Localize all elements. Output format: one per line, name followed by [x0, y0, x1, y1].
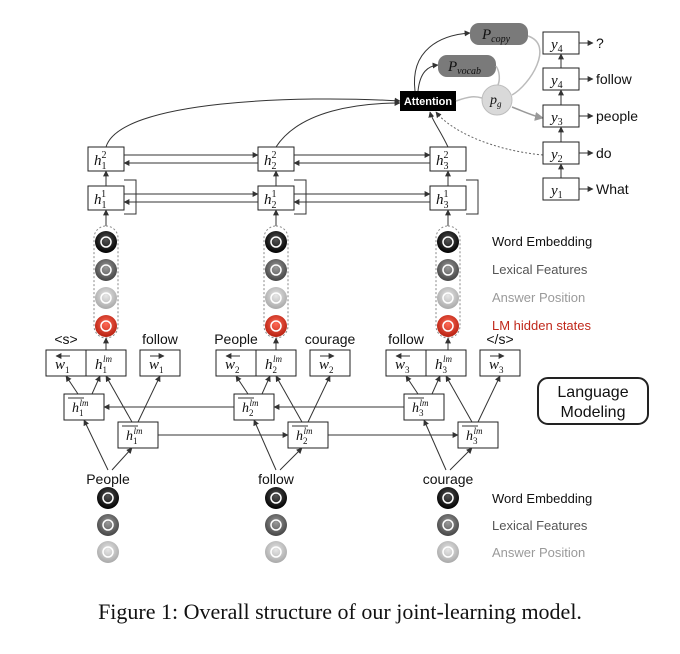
encoder-recurrent-edges	[103, 152, 479, 226]
legend-upper-item-2: Lexical Features	[492, 262, 588, 277]
input-feature-circle	[265, 541, 287, 563]
lm-target-word-3: People	[214, 331, 258, 347]
input-stack-1	[97, 487, 119, 563]
feature-circle	[95, 231, 117, 253]
input-word-2: follow	[258, 471, 295, 487]
lm-target-word-5: follow	[388, 331, 425, 347]
feature-circle	[95, 259, 117, 281]
h2-1-label: h12	[94, 150, 107, 172]
lm-word-box: w3	[479, 349, 521, 377]
lm-word-box: w3	[385, 349, 427, 377]
lm-word-box: w2	[309, 349, 351, 377]
legend-upper-item-1: Word Embedding	[492, 234, 592, 249]
feature-stack-1	[93, 225, 119, 339]
lm-target-word-4: courage	[305, 331, 356, 347]
encoder-h2-row: h12 h22 h32	[87, 146, 467, 172]
p-g-node	[481, 84, 513, 116]
h1-1-label: h11	[94, 189, 107, 211]
encoder-h1-row: h11 h21 h31	[87, 185, 467, 211]
input-word-row: People follow courage	[86, 471, 473, 487]
legend-lower-item-2: Lexical Features	[492, 518, 588, 533]
legend-lower-item-1: Word Embedding	[492, 491, 592, 506]
h1-3-label: h31	[436, 189, 449, 211]
input-feature-circle	[437, 514, 459, 536]
feature-circle	[265, 287, 287, 309]
legend-upper-item-4: LM hidden states	[492, 318, 592, 333]
lm-word-box: w1	[139, 349, 181, 377]
h2-1-box	[87, 146, 125, 172]
decoder-output-word: What	[596, 181, 629, 197]
lm-hidden-rows: h1lm h2lm h3lm h1lm h2lm h3lm	[63, 375, 501, 471]
decoder-output-word: people	[596, 108, 638, 124]
decoder-output-word: follow	[596, 71, 633, 87]
input-feature-circle	[97, 541, 119, 563]
lm-state-box: h3lm	[425, 349, 467, 377]
input-feature-circle	[437, 487, 459, 509]
p-vocab-node	[438, 55, 496, 77]
lm-word-box: w2	[215, 349, 257, 377]
lm-state-box: h2lm	[255, 349, 297, 377]
feature-circle	[437, 287, 459, 309]
lm-word-box: w1	[45, 349, 87, 377]
input-feature-circle	[265, 487, 287, 509]
input-word-3: courage	[423, 471, 474, 487]
language-modeling-box: Language Modeling	[537, 377, 649, 425]
h2-3-label: h32	[436, 150, 449, 172]
decoder-output-word: ?	[596, 35, 604, 51]
attention-node: Attention	[400, 91, 456, 111]
feature-circle	[437, 231, 459, 253]
input-feature-circle	[437, 541, 459, 563]
input-feature-circle	[97, 487, 119, 509]
attention-curves	[105, 97, 544, 156]
lm-target-word-2: follow	[142, 331, 179, 347]
lm-state-box: h1lm	[85, 349, 127, 377]
feature-circle	[437, 315, 459, 337]
figure-caption: Figure 1: Overall structure of our joint…	[98, 599, 582, 624]
input-word-1: People	[86, 471, 130, 487]
h2-2-label: h22	[264, 150, 277, 172]
decoder-output-word: do	[596, 145, 612, 161]
input-stack-3	[437, 487, 459, 563]
feature-circle	[265, 231, 287, 253]
feature-circle	[95, 287, 117, 309]
feature-circle	[265, 315, 287, 337]
encoder-feature-stacks	[93, 225, 461, 339]
input-stack-2	[265, 487, 287, 563]
lm-state-edges	[103, 337, 451, 350]
feature-circle	[265, 259, 287, 281]
input-feature-circle	[97, 514, 119, 536]
input-feature-stacks	[97, 487, 459, 563]
feature-stack-3	[435, 225, 461, 339]
input-feature-circle	[265, 514, 287, 536]
lm-label-line2: Modeling	[561, 404, 626, 421]
feature-circle	[437, 259, 459, 281]
h1-1-box	[87, 185, 125, 211]
decoder-step-1: y4?	[542, 31, 604, 68]
legend-upper-item-3: Answer Position	[492, 290, 585, 305]
p-copy-node	[470, 23, 528, 45]
generator-nodes: Pcopy Pvocab pg	[413, 23, 544, 121]
h1-2-label: h21	[264, 189, 277, 211]
legend-lower-item-3: Answer Position	[492, 545, 585, 560]
lm-target-word-1: <s>	[54, 331, 77, 347]
lm-target-word-6: </s>	[486, 331, 513, 347]
feature-stack-2	[263, 225, 289, 339]
feature-circle	[95, 315, 117, 337]
h1-3-box	[429, 185, 467, 211]
lm-label-line1: Language	[557, 384, 628, 401]
attention-label: Attention	[404, 96, 453, 108]
